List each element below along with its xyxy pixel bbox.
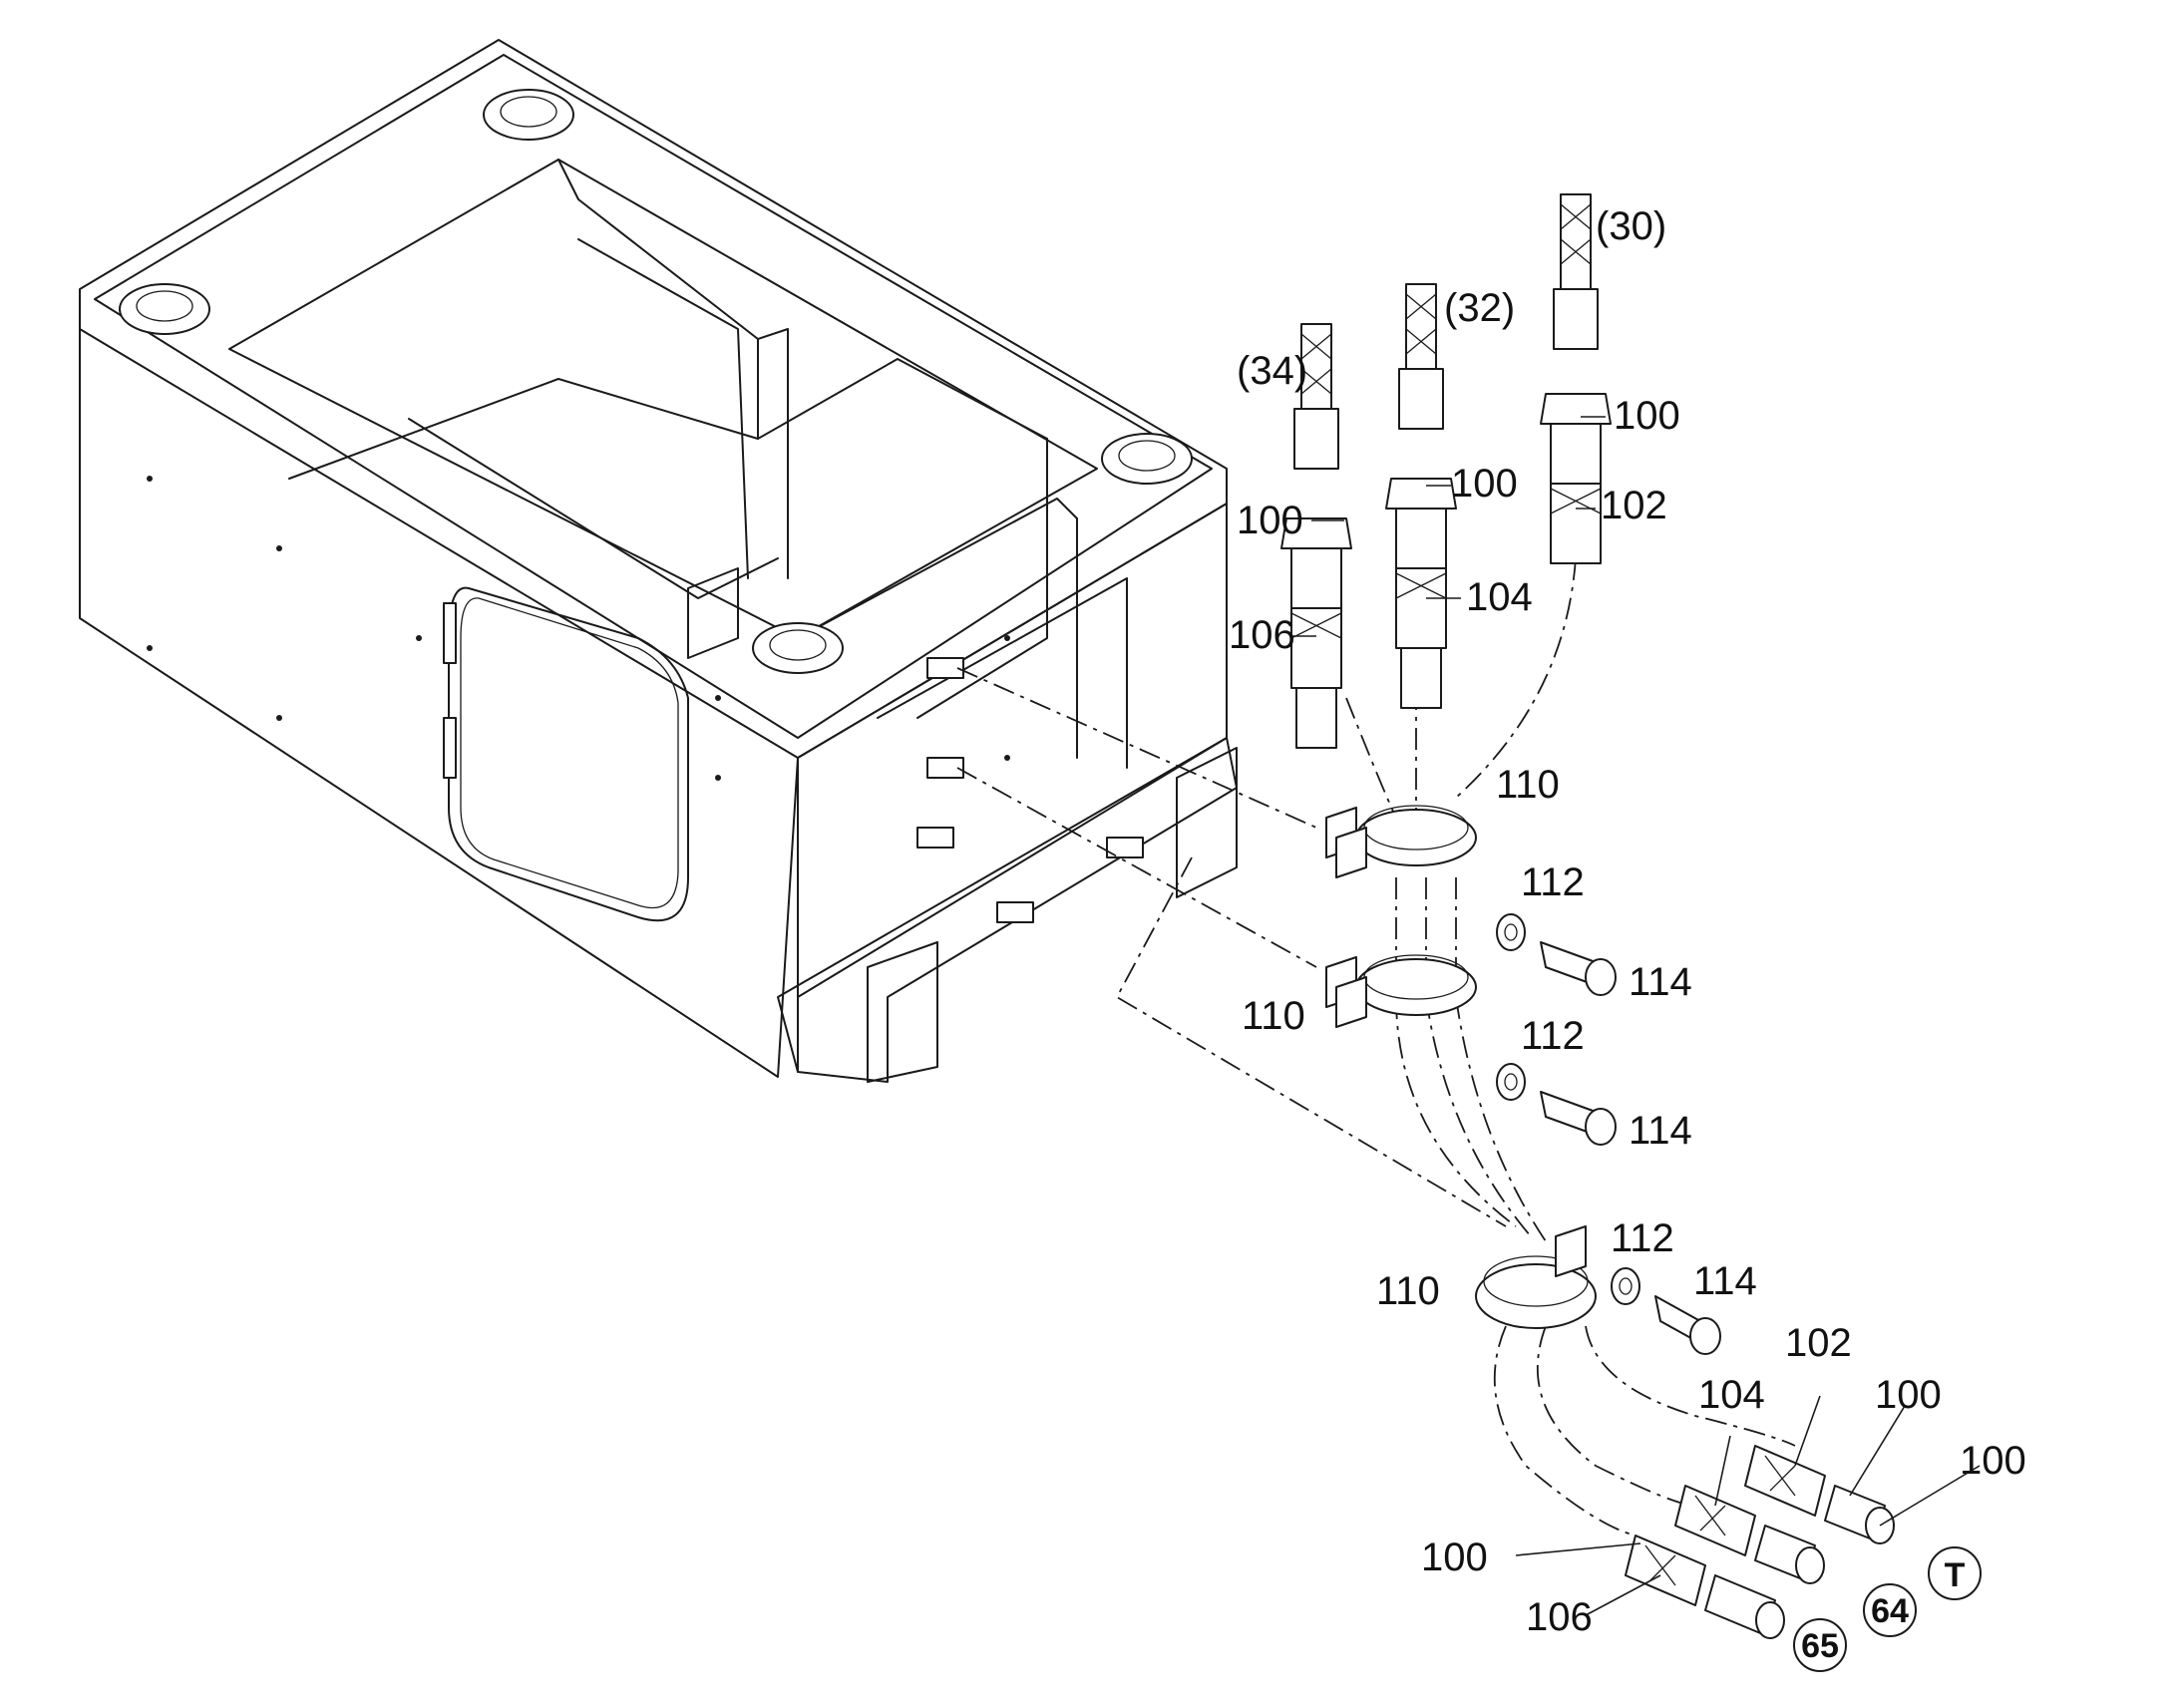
assembly-centerlines — [956, 557, 1796, 1537]
part-104-label: 104 — [1698, 1373, 1765, 1417]
port-T-label: T — [1945, 1556, 1966, 1594]
port-markers: T 64 65 — [1793, 1546, 1982, 1672]
part-110-label: 110 — [1376, 1269, 1440, 1313]
hose-clamp-lower — [1475, 1225, 1597, 1329]
part-114-label: 114 — [1629, 1109, 1692, 1153]
part-100-label: 100 — [1614, 394, 1680, 438]
ref-30-label: (30) — [1596, 204, 1666, 248]
hose-clamp-upper — [1325, 805, 1477, 878]
hose-clamp-middle — [1325, 954, 1477, 1028]
part-labels: (34) (32) (30) 100 100 100 102 104 106 1… — [1229, 204, 2026, 1639]
hose-32-assembly — [1385, 283, 1457, 709]
part-114-label: 114 — [1693, 1259, 1757, 1303]
part-106-label: 106 — [1526, 1595, 1593, 1639]
ref-32-label: (32) — [1444, 286, 1515, 330]
part-112-label: 112 — [1611, 1216, 1674, 1260]
part-110-label: 110 — [1496, 763, 1560, 807]
part-102-label: 102 — [1785, 1321, 1852, 1365]
hose-30-assembly — [1540, 193, 1612, 564]
part-110-label: 110 — [1242, 994, 1305, 1038]
ref-34-label: (34) — [1237, 349, 1307, 393]
leader-lines — [1291, 416, 1981, 1616]
fitting-64-line — [1674, 1485, 1825, 1584]
port-T-marker: T — [1928, 1546, 1982, 1600]
port-64-marker: 64 — [1863, 1583, 1917, 1637]
port-65-marker: 65 — [1793, 1618, 1847, 1672]
part-100-label: 100 — [1237, 499, 1303, 542]
part-102-label: 102 — [1601, 484, 1667, 527]
part-100-label: 100 — [1960, 1439, 2026, 1483]
part-100-label: 100 — [1421, 1536, 1488, 1579]
part-114-label: 114 — [1629, 960, 1692, 1004]
part-112-label: 112 — [1521, 860, 1585, 904]
fitting-65-line — [1625, 1535, 1785, 1639]
part-100-label: 100 — [1875, 1373, 1942, 1417]
part-106-label: 106 — [1229, 613, 1295, 657]
washers-and-screws — [1496, 913, 1721, 1355]
port-65-label: 65 — [1801, 1627, 1839, 1665]
hose-34-assembly — [1280, 323, 1352, 749]
machine-base-frame — [79, 39, 1238, 1083]
part-100-label: 100 — [1451, 462, 1518, 506]
part-104-label: 104 — [1466, 575, 1533, 619]
port-64-label: 64 — [1871, 1592, 1909, 1630]
part-112-label: 112 — [1521, 1014, 1585, 1058]
